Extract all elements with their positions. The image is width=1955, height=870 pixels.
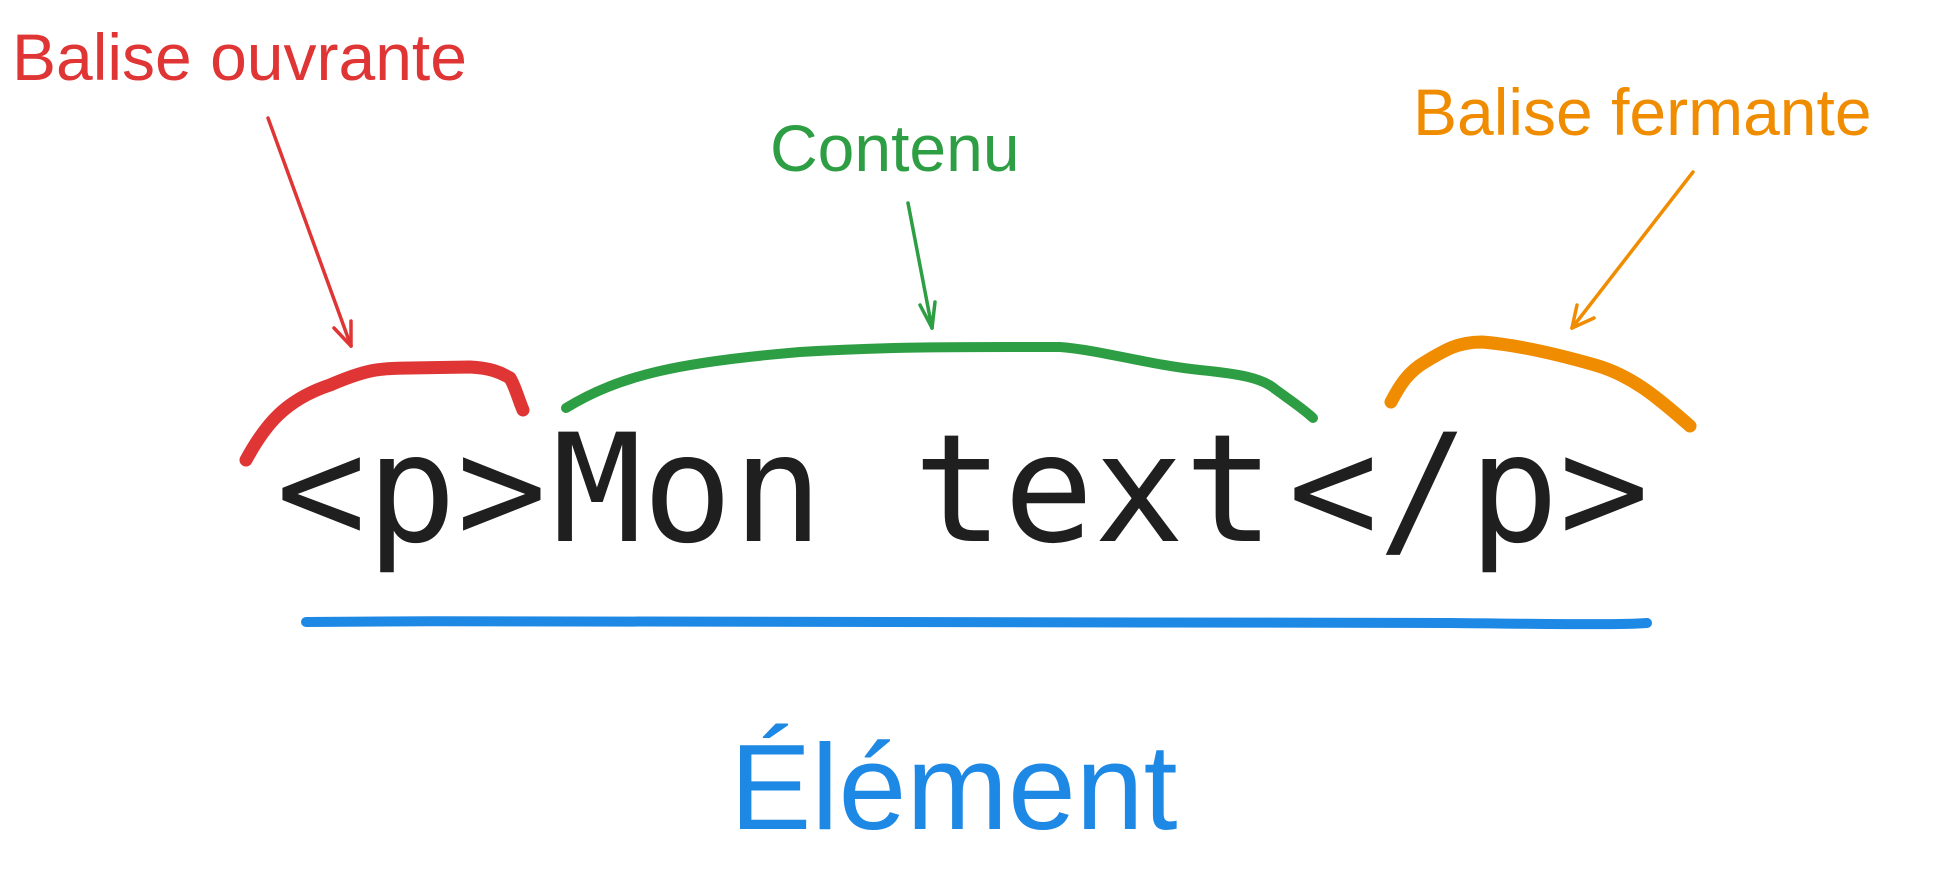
content-code: Mon text [552, 403, 1274, 577]
code-line: <p>Mon text</p> [276, 403, 1649, 577]
opening-tag-label: Balise ouvrante [12, 20, 467, 94]
closing-tag-label: Balise fermante [1413, 75, 1872, 149]
closing-tag-arrow [1570, 170, 1695, 330]
content-bracket [561, 341, 1318, 423]
opening-tag-arrow [266, 116, 353, 348]
closing-tag-bracket [1384, 335, 1697, 433]
closing-tag-code: </p> [1288, 403, 1649, 577]
content-label: Contenu [770, 111, 1020, 185]
element-underline [301, 615, 1652, 630]
opening-tag-code: <p> [276, 403, 547, 577]
element-label: Élément [730, 719, 1178, 855]
opening-tag-bracket [239, 360, 530, 467]
content-arrow [906, 201, 937, 330]
